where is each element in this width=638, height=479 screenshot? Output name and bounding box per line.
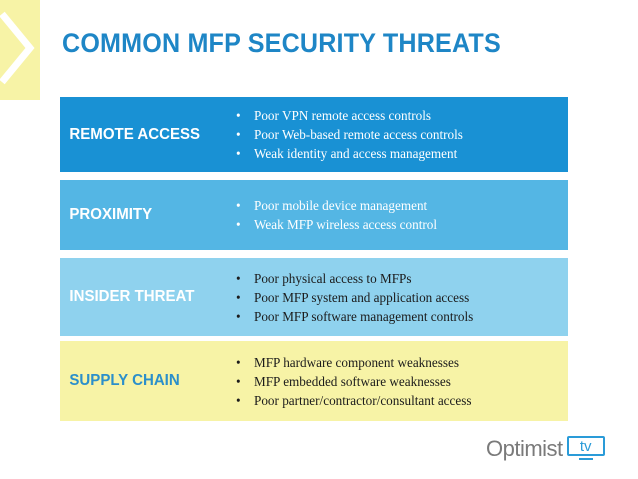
list-item: • Poor mobile device management xyxy=(232,196,437,215)
bullet-icon: • xyxy=(236,308,241,324)
list-item: • Poor MFP software management controls xyxy=(232,307,473,326)
list-item: • Weak identity and access management xyxy=(232,144,463,163)
threat-list: • Poor VPN remote access controls • Poor W… xyxy=(232,106,463,163)
bullet-icon: • xyxy=(236,289,241,305)
list-item-text: Poor MFP software management controls xyxy=(254,308,474,324)
list-item-text: Poor Web-based remote access controls xyxy=(254,127,463,142)
list-item: • MFP embedded software weaknesses xyxy=(232,372,472,391)
bullet-icon: • xyxy=(236,270,241,286)
bullet-icon: • xyxy=(236,198,241,213)
list-item: • Poor partner/contractor/consultant acce… xyxy=(232,391,472,410)
tv-screen: tv xyxy=(566,436,605,456)
list-item-text: MFP hardware component weaknesses xyxy=(254,354,459,370)
chevron-right-icon xyxy=(0,11,35,85)
tv-stand xyxy=(578,456,593,460)
slide-title: COMMON MFP SECURITY THREATS xyxy=(62,28,501,58)
bullet-icon: • xyxy=(236,108,241,123)
threat-list: • Poor mobile device management • Weak MFP… xyxy=(232,196,437,234)
list-item-text: Poor VPN remote access controls xyxy=(254,108,432,123)
bullet-icon: • xyxy=(236,392,241,408)
threat-label: PROXIMITY xyxy=(69,206,153,223)
list-item-text: Poor physical access to MFPs xyxy=(254,270,412,286)
list-item: • MFP hardware component weaknesses xyxy=(232,353,472,372)
threat-row-remote-access: REMOTE ACCESS • Poor VPN remote access co… xyxy=(60,97,568,172)
list-item-text: Weak MFP wireless access control xyxy=(254,217,438,232)
list-item: • Poor VPN remote access controls xyxy=(232,106,463,125)
bullet-icon: • xyxy=(236,373,241,389)
bullet-icon: • xyxy=(236,354,241,370)
bullet-icon: • xyxy=(236,127,241,142)
list-item-text: Poor MFP system and application access xyxy=(254,289,470,305)
threat-row-supply-chain: SUPPLY CHAIN • MFP hardware component wea… xyxy=(60,341,568,421)
list-item: • Poor Web-based remote access controls xyxy=(232,125,463,144)
threat-label: SUPPLY CHAIN xyxy=(69,372,180,389)
list-item: • Poor physical access to MFPs xyxy=(232,269,473,288)
list-item-text: MFP embedded software weaknesses xyxy=(254,373,451,389)
bullet-icon: • xyxy=(236,146,241,161)
list-item: • Weak MFP wireless access control xyxy=(232,215,437,234)
threat-label: INSIDER THREAT xyxy=(69,288,195,305)
list-item-text: Poor mobile device management xyxy=(254,198,428,213)
threat-list: • Poor physical access to MFPs • Poor MFP … xyxy=(232,269,473,326)
threat-row-insider-threat: INSIDER THREAT • Poor physical access to … xyxy=(60,258,568,336)
threat-row-proximity: PROXIMITY • Poor mobile device management… xyxy=(60,180,568,250)
list-item-text: Poor partner/contractor/consultant acces… xyxy=(254,392,472,408)
bullet-icon: • xyxy=(236,217,241,232)
list-item-text: Weak identity and access management xyxy=(254,146,458,161)
brand-name: Optimist xyxy=(486,436,563,461)
threat-list: • MFP hardware component weaknesses • MFP … xyxy=(232,353,472,410)
tv-icon: tv xyxy=(566,436,607,462)
threat-label: REMOTE ACCESS xyxy=(69,125,201,143)
list-item: • Poor MFP system and application access xyxy=(232,288,473,307)
brand-logo: Optimist tv xyxy=(486,436,607,462)
